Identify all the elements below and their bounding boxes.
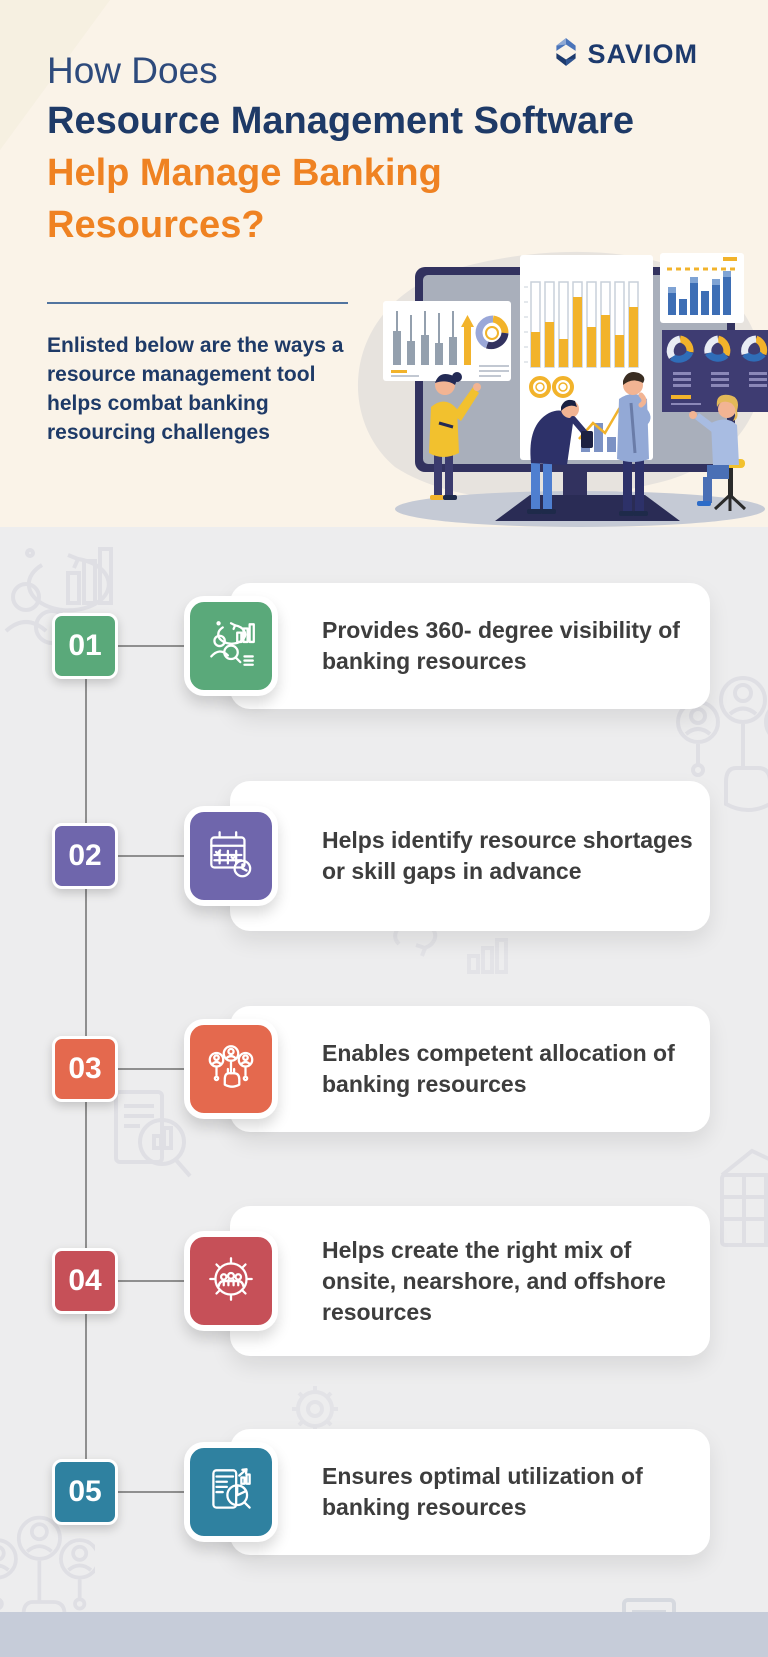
people-allocation-icon (202, 1038, 260, 1101)
item-icon-tile-3 (184, 1019, 278, 1119)
header-section: How Does Resource Management Software He… (0, 0, 768, 527)
item-label-5: Ensures optimal utilization of banking r… (322, 1463, 643, 1520)
item-card-1: Provides 360- degree visibility of banki… (230, 583, 710, 709)
header-divider (47, 302, 348, 304)
calendar-clock-icon (202, 825, 260, 888)
item-number-badge-3: 03 (52, 1036, 118, 1102)
saviom-logo-text: SAVIOM (587, 39, 698, 69)
row3-connector (100, 1068, 196, 1070)
row5-connector (100, 1491, 196, 1493)
watermark-grid-icon (712, 1145, 768, 1255)
item-label-2: Helps identify resource shortages or ski… (322, 827, 693, 884)
item-number-badge-4: 04 (52, 1248, 118, 1314)
watermark-report-magnifier-icon (110, 1082, 195, 1192)
header-corner-decoration (0, 0, 110, 150)
item-label-3: Enables competent allocation of banking … (322, 1040, 675, 1097)
dashboard-illustration (335, 227, 768, 532)
item-label-1: Provides 360- degree visibility of banki… (322, 617, 680, 674)
item-card-5: Ensures optimal utilization of banking r… (230, 1429, 710, 1555)
item-number-badge-1: 01 (52, 613, 118, 679)
item-icon-tile-5 (184, 1442, 278, 1542)
item-icon-tile-4 (184, 1231, 278, 1331)
gear-people-icon (202, 1250, 260, 1313)
item-number-badge-5: 05 (52, 1459, 118, 1525)
item-card-2: Helps identify resource shortages or ski… (230, 781, 710, 931)
page-title-line1: How Does (47, 50, 218, 91)
row1-connector (100, 645, 196, 647)
watermark-sync-chart-icon (385, 918, 515, 978)
title-block: How Does Resource Management Software He… (47, 46, 687, 251)
item-number-badge-2: 02 (52, 823, 118, 889)
item-card-4: Helps create the right mix of onsite, ne… (230, 1206, 710, 1356)
page-title-accent: Help Manage Banking Resources? (47, 152, 442, 246)
row4-connector (100, 1280, 196, 1282)
report-magnifier-icon (202, 1461, 260, 1524)
visibility-360-icon (202, 615, 260, 678)
item-card-3: Enables competent allocation of banking … (230, 1006, 710, 1132)
page-title-line2: Resource Management Software (47, 100, 635, 142)
footer-bar (0, 1612, 768, 1657)
saviom-s-icon (553, 36, 579, 73)
item-label-4: Helps create the right mix of onsite, ne… (322, 1236, 666, 1325)
item-icon-tile-2 (184, 806, 278, 906)
header-subtitle: Enlisted below are the ways a resource m… (47, 334, 344, 444)
item-icon-tile-1 (184, 596, 278, 696)
row2-connector (100, 855, 196, 857)
saviom-logo: SAVIOM (553, 36, 698, 73)
